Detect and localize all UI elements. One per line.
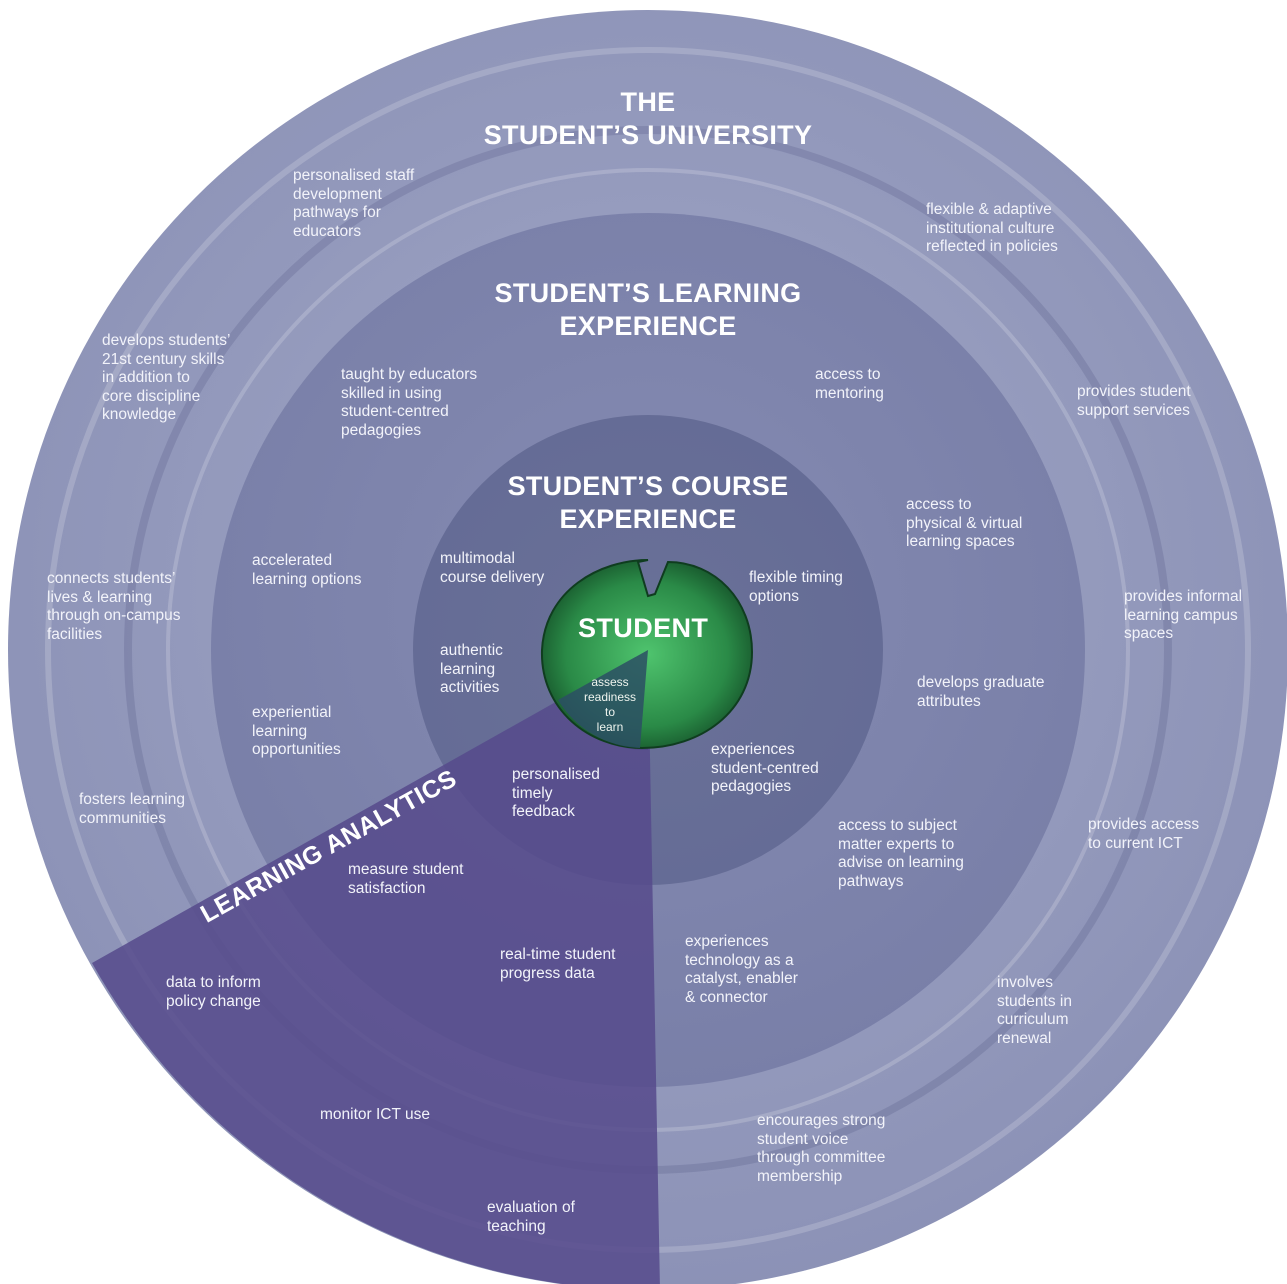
- label-student-centred: experiences student-centred pedagogies: [711, 741, 819, 795]
- course-experience-title: STUDENT’S COURSE EXPERIENCE: [507, 471, 789, 534]
- label-authentic: authentic learning activities: [440, 642, 503, 696]
- label-curriculum-renewal: involves students in curriculum renewal: [997, 974, 1072, 1047]
- label-subject-experts: access to subject matter experts to advi…: [838, 817, 964, 890]
- label-flexible-timing: flexible timing options: [749, 569, 843, 605]
- label-mentoring: access to mentoring: [815, 366, 884, 402]
- label-evaluation-teaching: evaluation of teaching: [487, 1199, 575, 1235]
- lily-pad-icon: [540, 559, 754, 750]
- label-graduate-attributes: develops graduate attributes: [917, 674, 1045, 710]
- label-ict-use: monitor ICT use: [320, 1106, 430, 1123]
- label-satisfaction: measure student satisfaction: [348, 861, 464, 897]
- label-connects-lives: connects students’ lives & learning thro…: [47, 570, 181, 643]
- label-learning-communities: fosters learning communities: [79, 791, 185, 827]
- label-learning-spaces: access to physical & virtual learning sp…: [906, 496, 1023, 550]
- label-experiential: experiential learning opportunities: [252, 704, 341, 758]
- label-progress-data: real-time student progress data: [500, 946, 616, 982]
- student-title: STUDENT: [578, 613, 709, 643]
- label-multimodal: multimodal course delivery: [440, 550, 545, 586]
- learning-experience-title: STUDENT’S LEARNING EXPERIENCE: [494, 278, 802, 341]
- label-informal-spaces: provides informal learning campus spaces: [1124, 588, 1243, 642]
- label-staff-development: personalised staff development pathways …: [293, 167, 415, 240]
- label-technology: experiences technology as a catalyst, en…: [685, 933, 798, 1006]
- label-student-voice: encourages strong student voice through …: [757, 1112, 886, 1185]
- label-accelerated: accelerated learning options: [252, 552, 362, 588]
- label-access-ict: provides access to current ICT: [1088, 816, 1200, 852]
- label-flexible-culture: flexible & adaptive institutional cultur…: [926, 201, 1058, 255]
- label-policy-change: data to inform policy change: [166, 974, 261, 1010]
- university-title: THE STUDENT’S UNIVERSITY: [483, 87, 813, 150]
- label-taught-by-educators: taught by educators skilled in using stu…: [341, 366, 478, 439]
- label-feedback: personalised timely feedback: [512, 766, 600, 820]
- label-support-services: provides student support services: [1077, 383, 1191, 419]
- student-subtitle: assess readiness to learn: [583, 675, 637, 734]
- label-21st-century-skills: develops students’ 21st century skills i…: [102, 332, 231, 423]
- learning-analytics-wedge: [92, 650, 660, 1284]
